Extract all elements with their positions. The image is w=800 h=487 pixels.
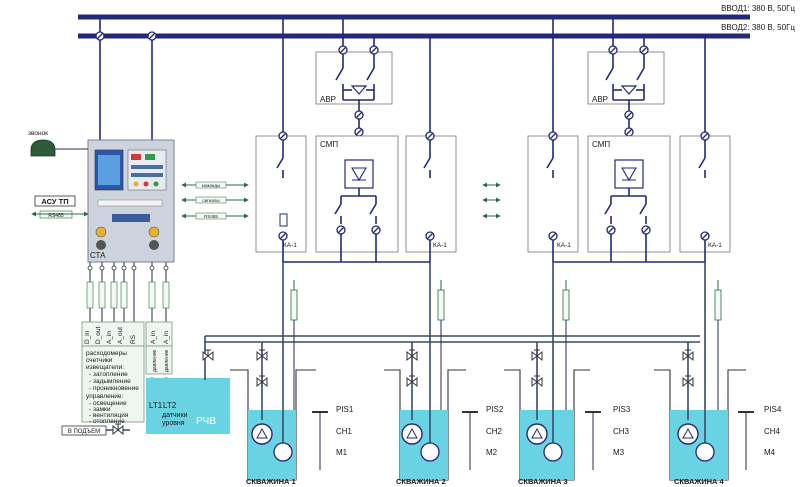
well-2-motor: M2 [486, 448, 498, 457]
bus-input-2-label: ВВОД2: 380 В, 50Гц [721, 23, 795, 32]
well-1-name: СКВАЖИНА 1 [246, 477, 296, 486]
signal-label-1: команды [202, 183, 220, 188]
well-3-pis: PIS3 [613, 405, 631, 414]
avr-box-right [587, 51, 665, 105]
sensor-item-2: - задымление [89, 378, 131, 385]
tank-sensor-2: LT2 [163, 401, 177, 410]
signal-label-2: сигналы [202, 198, 219, 203]
well-3: PIS3 CH3 M3 СКВАЖИНА 3 [504, 262, 631, 486]
well-2: PIS2 CH2 M2 СКВАЖИНА 2 [384, 262, 504, 486]
control-item-2: - замки [89, 406, 111, 413]
reservoir: давление давление LT1 LT2 датчики уровня… [145, 345, 230, 434]
tank-label: РЧВ [196, 416, 216, 427]
ka-label-right-2: КА-1 [708, 242, 722, 249]
reservoir-water [146, 378, 230, 434]
avr-label-right: АВР [592, 95, 608, 104]
tank-caption-2: уровня [162, 420, 185, 427]
io-tag-2: D_out [95, 326, 102, 344]
signal-label-3: RS485 [204, 214, 218, 219]
link-arrows-middle [482, 182, 501, 219]
well-2-name: СКВАЖИНА 2 [396, 477, 446, 486]
io-tag-5: RS [130, 334, 137, 344]
io-tag-3: A_in [106, 331, 113, 344]
lift-output: В ПОДЪЕМ [61, 423, 130, 436]
ka-label-left-1: КА-1 [283, 242, 297, 249]
ka-label-left-2: КА-1 [433, 242, 447, 249]
io-lines [86, 262, 170, 322]
asu-label: АСУ ТП [41, 197, 68, 206]
well-4: PIS4 CH4 M4 СКВАЖИНА 4 [654, 262, 782, 486]
bell-device: звонок [28, 130, 88, 157]
well-4-name: СКВАЖИНА 4 [674, 477, 725, 486]
io-tag-6: A_in [150, 331, 157, 344]
well-3-motor: M3 [613, 448, 625, 457]
io-tag-4: A_out [117, 327, 124, 344]
well-2-pis: PIS2 [486, 405, 504, 414]
well-2-ch: CH2 [486, 427, 503, 436]
tank-caption-1: датчики [162, 412, 188, 419]
station-signals: команды сигналы RS485 [181, 181, 249, 220]
pressure-label-2: давление [164, 350, 170, 372]
meters-box [81, 345, 145, 423]
meters-line-3: извещатели: [86, 364, 124, 371]
station-label: СТА [90, 251, 106, 260]
io-tag-7: A_in [163, 331, 170, 344]
bus-input-1-label: ВВОД1: 380 В, 50Гц [721, 4, 795, 13]
pipeline [202, 335, 700, 380]
avr-box-left [315, 51, 393, 105]
well-3-ch: CH3 [613, 427, 630, 436]
power-group-right: АВР СМП КА-1 КА [527, 17, 731, 263]
pressure-label-1: давление [152, 350, 158, 372]
sensor-item-3: - проникновение [89, 385, 139, 392]
well-1-ch: CH1 [336, 427, 353, 436]
asu-tp: АСУ ТП RS485 [31, 195, 89, 219]
meters-line-1: расходомеры [86, 350, 127, 357]
well-1: PIS1 CH1 M1 СКВАЖИНА 1 [230, 262, 354, 486]
control-item-3: - вентиляция [89, 412, 129, 419]
well-4-ch: CH4 [764, 427, 781, 436]
control-header: управление: [86, 393, 124, 400]
well-4-motor: M4 [764, 448, 776, 457]
power-group-left: АВР СМП КА-1 [255, 17, 457, 263]
meters-line-2: счетчики [86, 357, 113, 364]
well-4-pis: PIS4 [764, 405, 782, 414]
well-1-motor: M1 [336, 448, 348, 457]
well-3-name: СКВАЖИНА 3 [518, 477, 568, 486]
well-1-pis: PIS1 [336, 405, 354, 414]
sensor-item-1: - затопление [89, 371, 128, 378]
io-tag-1: D_in [84, 330, 91, 344]
smp-label-left: СМП [320, 140, 338, 149]
smp-box-left [315, 135, 399, 253]
ka-label-right-1: КА-1 [557, 242, 571, 249]
control-item-4: - отопление [89, 418, 125, 425]
smp-label-right: СМП [592, 140, 610, 149]
tank-sensor-1: LT1 [149, 401, 163, 410]
bell-label: звонок [28, 130, 48, 137]
ka-box-left-1 [255, 135, 307, 253]
control-station: СТА [87, 139, 175, 263]
control-item-1: - освещение [89, 400, 127, 407]
lift-label: В ПОДЪЕМ [68, 429, 100, 435]
avr-label-left: АВР [320, 95, 336, 104]
